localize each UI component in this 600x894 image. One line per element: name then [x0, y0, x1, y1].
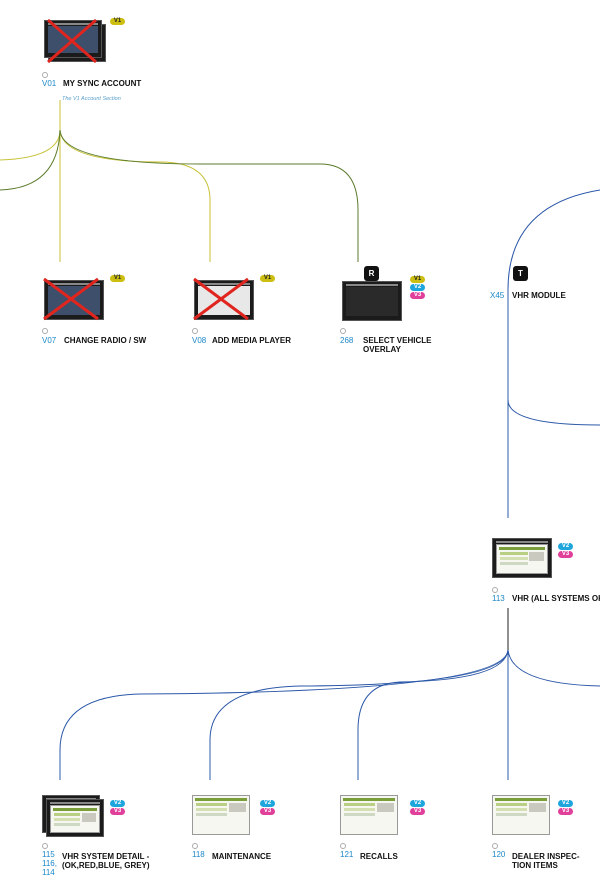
badge-v2: V2	[410, 800, 425, 807]
badge-v2: V2	[260, 800, 275, 807]
wire-v01-v08	[59, 129, 211, 262]
crossed-out-icon	[47, 18, 97, 64]
crossed-out-icon	[193, 277, 249, 321]
id-icon	[492, 843, 498, 849]
thumbnail-268	[342, 281, 402, 321]
node-id: 115 116, 114	[42, 850, 57, 877]
id-icon	[340, 843, 346, 849]
node-v01[interactable]: V1 V01 MY SYNC ACCOUNT The V1 Account Se…	[38, 18, 158, 108]
node-118[interactable]: V2 V3 118 MAINTENANCE	[188, 795, 308, 865]
node-115[interactable]: V2 V3 115 116, 114 VHR SYSTEM DETAIL - (…	[38, 795, 178, 885]
node-id: V01	[42, 79, 57, 88]
node-label: MAINTENANCE	[212, 852, 272, 861]
node-121[interactable]: V2 V3 121 RECALLS	[336, 795, 456, 865]
node-label: CHANGE RADIO / SW	[64, 336, 147, 345]
id-icon	[42, 72, 48, 78]
wire-113-118	[209, 649, 509, 780]
node-label: VHR MODULE	[512, 291, 566, 300]
node-268[interactable]: R V1 V2 V3 268 SELECT VEHICLE OVERLAY	[336, 266, 466, 366]
badge-v2: V2	[558, 800, 573, 807]
node-id: V07	[42, 336, 57, 345]
badge-v2: V2	[110, 800, 125, 807]
node-id: 268	[340, 336, 354, 345]
badge-v3: V3	[410, 292, 425, 299]
node-113[interactable]: V2 V3 113 VHR (ALL SYSTEMS OK)	[488, 538, 600, 608]
wire-113-115	[59, 649, 509, 780]
node-label: ADD MEDIA PLAYER	[212, 336, 291, 345]
node-id: X45	[490, 291, 505, 300]
node-subtitle: The V1 Account Section	[62, 96, 121, 102]
thumbnail-113	[492, 538, 552, 578]
badge-v3: V3	[410, 808, 425, 815]
node-label: DEALER INSPEC- TION ITEMS	[512, 852, 580, 870]
node-id: V08	[192, 336, 207, 345]
badge-v2: V2	[558, 543, 573, 550]
thumbnail-120	[492, 795, 550, 835]
wire-x45-top	[507, 189, 600, 426]
wire-v01-left-yellow	[0, 100, 61, 161]
node-label: VHR (ALL SYSTEMS OK)	[512, 594, 600, 603]
node-v07[interactable]: V1 V07 CHANGE RADIO / SW	[38, 275, 158, 355]
node-id: 120	[492, 850, 506, 859]
badge-v1: V1	[260, 275, 275, 282]
id-icon	[340, 328, 346, 334]
thumbnail-121	[340, 795, 398, 835]
node-id: 118	[192, 850, 205, 859]
wire-v01-268	[59, 129, 359, 262]
node-id: 121	[340, 850, 354, 859]
thumbnail-115	[46, 799, 104, 837]
id-icon	[192, 328, 198, 334]
badge-v3: V3	[558, 808, 573, 815]
badge-v1: V1	[410, 276, 425, 283]
badge-v3: V3	[260, 808, 275, 815]
tag-t: T	[513, 266, 528, 281]
node-x45[interactable]: T X45 VHR MODULE	[488, 266, 598, 306]
wire-113-right	[507, 649, 600, 687]
badge-v1: V1	[110, 18, 125, 25]
node-v08[interactable]: V1 V08 ADD MEDIA PLAYER	[188, 275, 308, 355]
node-label: MY SYNC ACCOUNT	[63, 79, 142, 88]
id-icon	[42, 328, 48, 334]
id-icon	[492, 587, 498, 593]
badge-v1: V1	[110, 275, 125, 282]
thumbnail-118	[192, 795, 250, 835]
badge-v3: V3	[558, 551, 573, 558]
id-icon	[42, 843, 48, 849]
crossed-out-icon	[43, 277, 99, 321]
node-id: 113	[492, 594, 505, 603]
node-label: RECALLS	[360, 852, 398, 861]
badge-v2: V2	[410, 284, 425, 291]
badge-v3: V3	[110, 808, 125, 815]
node-label: SELECT VEHICLE OVERLAY	[363, 336, 432, 354]
node-120[interactable]: V2 V3 120 DEALER INSPEC- TION ITEMS	[488, 795, 600, 875]
wire-v01-left-green	[0, 129, 61, 191]
node-label: VHR SYSTEM DETAIL - (OK,RED,BLUE, GREY)	[62, 852, 150, 870]
id-icon	[192, 843, 198, 849]
tag-r: R	[364, 266, 379, 281]
wire-113-121	[357, 649, 509, 780]
